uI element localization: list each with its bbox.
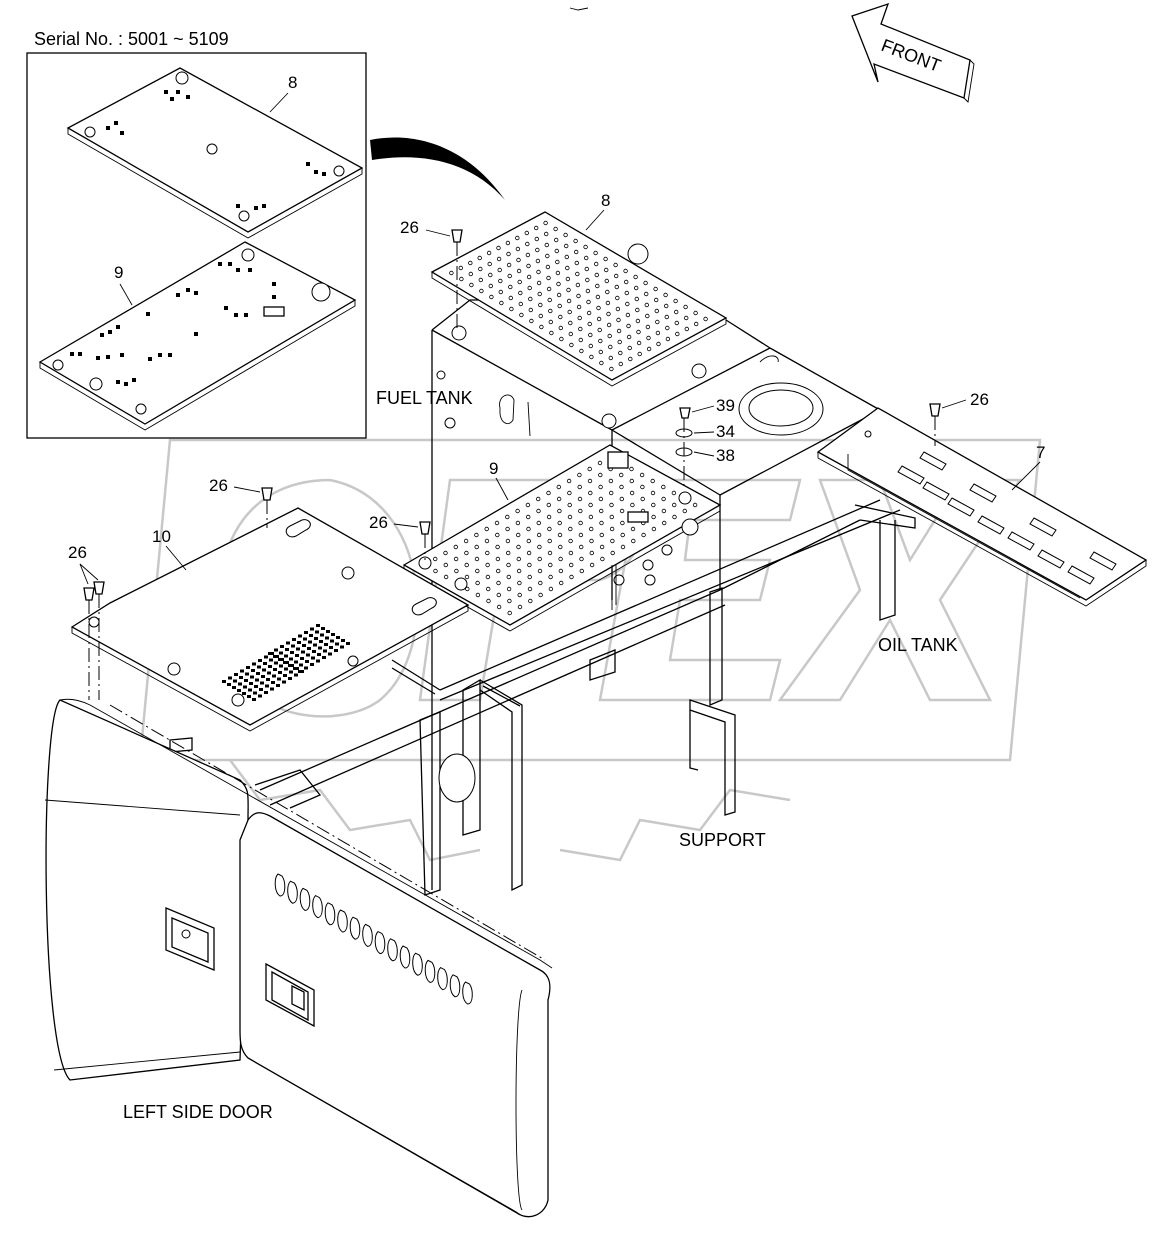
plate-9 — [402, 444, 722, 632]
inset-plate-8 — [66, 67, 364, 239]
callout-bolt-26-top: 26 — [400, 218, 419, 237]
callout-plate-8: 8 — [601, 191, 610, 210]
callout-bolt-26-left: 26 — [209, 476, 228, 495]
leader-bolt-26-far-left-a — [79, 563, 89, 585]
leader-plate-7 — [1011, 461, 1041, 491]
leader-38 — [693, 451, 715, 457]
bolts-26-far-left — [83, 581, 105, 700]
left-side-door — [44, 698, 553, 1218]
fastener-stack — [675, 407, 693, 495]
label-left-side-door: LEFT SIDE DOOR — [123, 1102, 273, 1122]
front-arrow: FRONT — [851, 2, 975, 103]
inset-box — [26, 52, 367, 439]
callout-inset-8: 8 — [288, 73, 297, 92]
leader-bolt-26-far-left-b — [79, 563, 99, 581]
leader-34 — [693, 431, 715, 434]
callout-38: 38 — [716, 446, 735, 465]
leader-bolt-26-middle — [393, 523, 419, 528]
plate-10 — [70, 507, 470, 732]
callout-bolt-26-far-left: 26 — [68, 543, 87, 562]
plate-7 — [816, 407, 1148, 607]
leader-plate-10 — [165, 545, 187, 571]
support-frame — [169, 499, 916, 896]
leader-inset-8 — [269, 92, 289, 113]
callout-bolt-26-middle: 26 — [369, 513, 388, 532]
callout-plate-10: 10 — [152, 527, 171, 546]
callout-34: 34 — [716, 422, 735, 441]
callout-inset-9: 9 — [114, 263, 123, 282]
plate-8 — [430, 211, 728, 387]
leader-bolt-26-top — [425, 229, 451, 237]
leader-plate-9 — [495, 477, 509, 501]
curved-arrow — [370, 137, 505, 200]
door-latch-left — [165, 907, 215, 971]
leader-inset-9 — [119, 283, 133, 306]
bolt-26-right — [929, 403, 941, 446]
callout-bolt-26-right: 26 — [970, 390, 989, 409]
leader-bolt-26-left — [233, 486, 261, 493]
leader-plate-8 — [585, 209, 605, 231]
label-support: SUPPORT — [679, 830, 766, 850]
callout-39: 39 — [716, 396, 735, 415]
scan-mark — [569, 7, 589, 11]
leader-bolt-26-right — [941, 399, 967, 409]
serial-note: Serial No. : 5001 ~ 5109 — [34, 29, 229, 49]
bolt-26-left — [261, 487, 273, 528]
leader-39 — [691, 405, 715, 413]
label-fuel-tank: FUEL TANK — [376, 388, 473, 408]
callout-plate-7: 7 — [1036, 443, 1045, 462]
bolt-26-top — [451, 229, 463, 330]
oil-tank: OIL TANK — [601, 243, 958, 655]
door-latch-right — [265, 962, 315, 1028]
inset-plate-9 — [38, 241, 357, 431]
bolt-26-middle — [419, 521, 431, 560]
label-oil-tank: OIL TANK — [878, 635, 958, 655]
callout-plate-9: 9 — [489, 459, 498, 478]
